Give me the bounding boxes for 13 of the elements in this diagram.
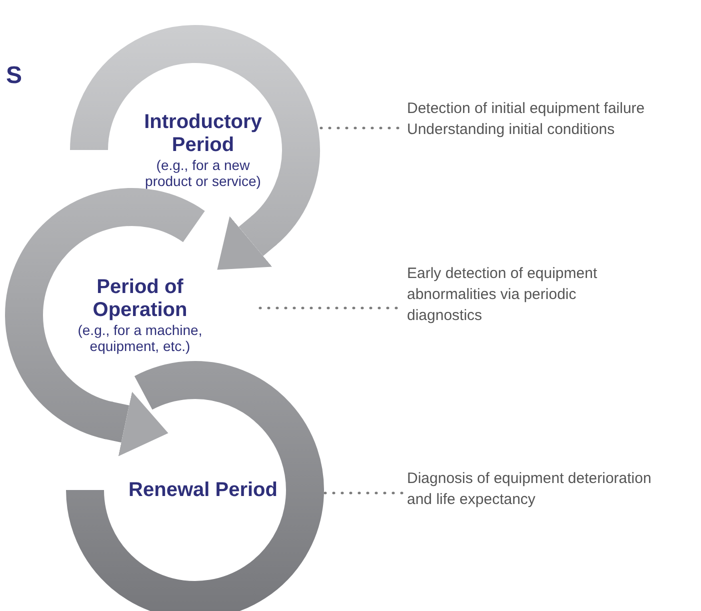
stage-title: Introductory Period	[143, 111, 263, 157]
curved-arrow	[217, 215, 277, 270]
description-text: Early detection of equipment abnormalities via periodic diagnostics	[407, 264, 598, 326]
stage-example: (e.g., for a machine, equipment, etc.)	[76, 322, 204, 354]
leader-line	[324, 492, 406, 494]
stage-example: (e.g., for a new product or service)	[144, 157, 262, 189]
curved-arrow	[104, 392, 168, 456]
heading-fragment: S	[6, 61, 22, 91]
stage-title: Period of Operation	[92, 276, 188, 322]
stage-title: Renewal Period	[128, 478, 278, 502]
description-text: Detection of initial equipment failure	[407, 99, 646, 119]
description-text: Diagnosis of equipment deterioration and life expectancy	[407, 469, 652, 510]
description-text: Understanding initial conditions	[407, 120, 616, 140]
